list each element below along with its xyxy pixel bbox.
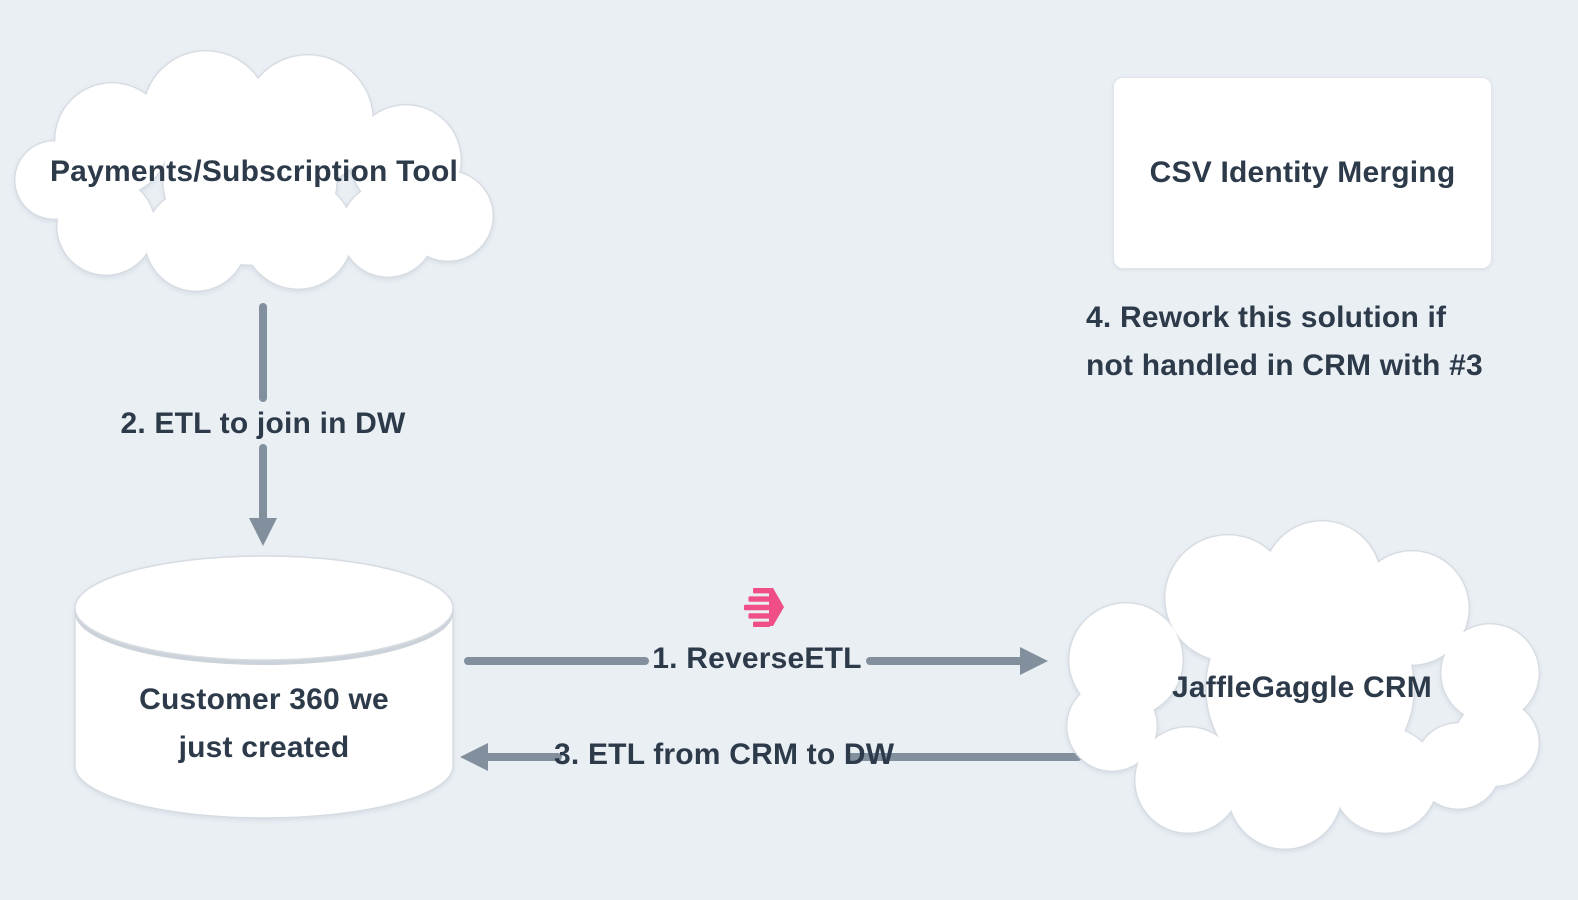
rework-note-line-2: not handled in CRM with #3: [1086, 349, 1483, 382]
csv-merging-card: CSV Identity Merging: [1113, 77, 1492, 269]
database-label: Customer 360 we just created: [72, 676, 456, 772]
rework-note: 4. Rework this solution if not handled i…: [1086, 294, 1556, 390]
csv-merging-card-label: CSV Identity Merging: [1149, 156, 1456, 189]
arrow-etl-from-crm: [460, 743, 1082, 771]
database-label-line-2: just created: [178, 731, 350, 764]
payments-cloud-label: Payments/Subscription Tool: [49, 155, 459, 188]
arrow-etl-from-crm-label: 3. ETL from CRM to DW: [554, 738, 895, 771]
rework-note-line-1: 4. Rework this solution if: [1086, 301, 1447, 334]
hightouch-logo-icon: [744, 588, 784, 627]
arrow-etl-to-dw-label: 2. ETL to join in DW: [120, 407, 406, 440]
crm-cloud-shape: [1066, 520, 1540, 850]
database-cylinder-shape: [74, 555, 454, 819]
arrow-reverse-etl-label: 1. ReverseETL: [652, 642, 862, 675]
database-label-line-1: Customer 360 we: [139, 683, 389, 716]
crm-cloud-label: JaffleGaggle CRM: [1172, 671, 1432, 704]
arrow-reverse-etl: [464, 647, 1048, 675]
arrow-etl-to-dw: [249, 303, 277, 546]
payments-cloud-shape: [14, 50, 494, 292]
